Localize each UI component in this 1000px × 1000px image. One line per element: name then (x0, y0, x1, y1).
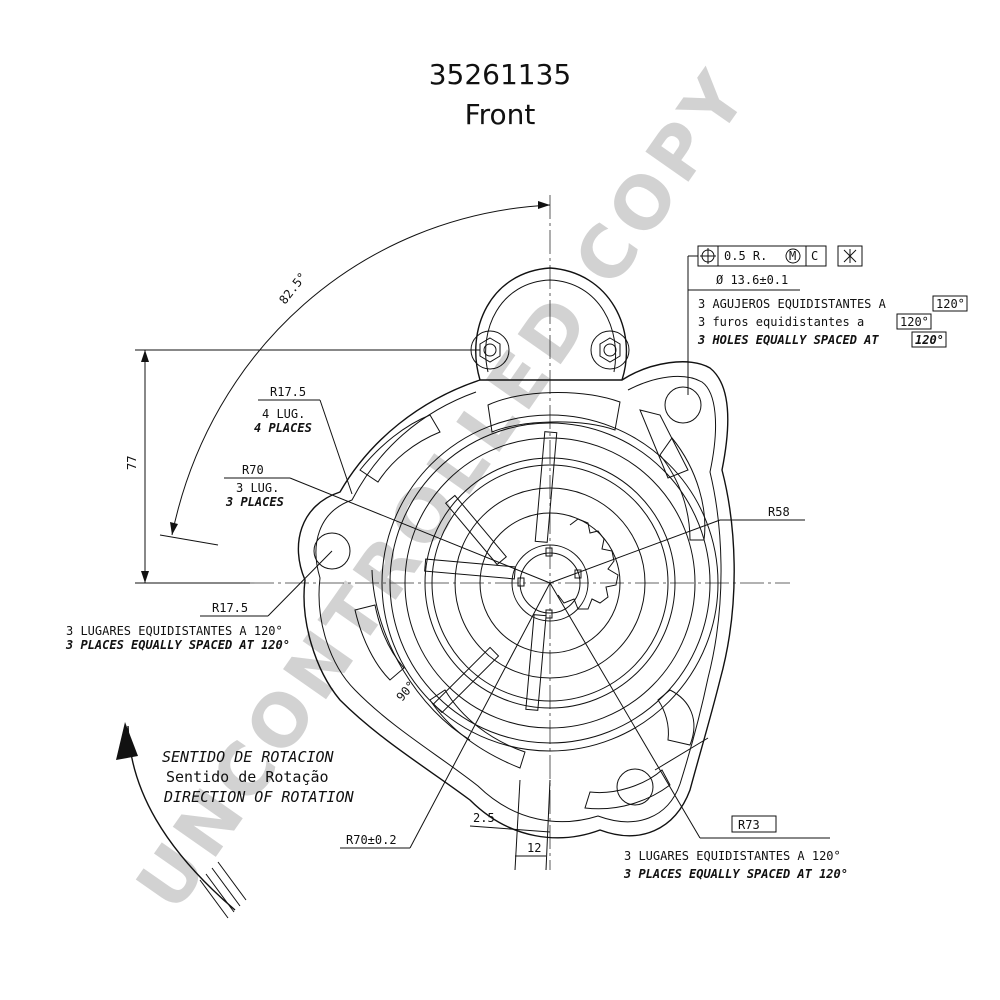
radial-slots (424, 431, 558, 714)
height-77-dimension: 77 (125, 349, 480, 584)
svg-text:2.5: 2.5 (473, 811, 495, 825)
arrow-fletching-icon (199, 861, 247, 919)
svg-text:3 HOLES EQUALLY SPACED AT: 3 HOLES EQUALLY SPACED AT (697, 333, 879, 347)
r58-dimension: R58 (549, 505, 805, 584)
svg-text:0.5 R.: 0.5 R. (724, 249, 767, 263)
asterisk-icon (843, 249, 857, 263)
rotation-arrow-icon (116, 722, 138, 760)
svg-text:12: 12 (527, 841, 541, 855)
svg-text:R58: R58 (768, 505, 790, 519)
view-title: Front (464, 98, 536, 131)
r17-5-left-dimension: R17.5 3 LUGARES EQUIDISTANTES A 120° 3 P… (65, 550, 333, 652)
svg-text:R17.5: R17.5 (212, 601, 248, 615)
gdt-frame: 0.5 R. M C Ø 13.6±0.1 3 AGUJEROS EQUIDIS… (687, 245, 968, 395)
svg-text:R17.5: R17.5 (270, 385, 306, 399)
svg-text:3 furos equidistantes a: 3 furos equidistantes a (698, 315, 864, 329)
svg-text:Sentido de Rotação: Sentido de Rotação (166, 768, 329, 786)
svg-text:SENTIDO DE ROTACION: SENTIDO DE ROTACION (162, 748, 335, 766)
housing-outline (297, 267, 735, 839)
svg-text:120°: 120° (915, 333, 944, 347)
svg-text:R70: R70 (242, 463, 264, 477)
r70-three-places: R70 3 LUG. 3 PLACES (224, 463, 551, 584)
bore-circles (381, 414, 719, 752)
bolt-right (590, 330, 630, 370)
svg-text:DIRECTION OF ROTATION: DIRECTION OF ROTATION (163, 788, 355, 806)
r73-dimension: R73 3 LUGARES EQUIDISTANTES A 120° 3 PLA… (549, 582, 848, 881)
svg-text:R73: R73 (738, 818, 760, 832)
r70-tolerance-dimension: R70±0.2 (340, 582, 551, 849)
svg-text:82.5°: 82.5° (276, 270, 309, 307)
rotation-indicator: SENTIDO DE ROTACION Sentido de Rotação D… (116, 722, 355, 919)
svg-text:3 LUGARES EQUIDISTANTES A 120°: 3 LUGARES EQUIDISTANTES A 120° (624, 849, 841, 863)
svg-text:Ø 13.6±0.1: Ø 13.6±0.1 (716, 273, 788, 287)
pinion-gear (557, 518, 619, 610)
svg-text:120°: 120° (936, 297, 965, 311)
svg-text:3 PLACES EQUALLY SPACED AT 120: 3 PLACES EQUALLY SPACED AT 120° (623, 867, 848, 881)
mounting-holes (313, 386, 702, 806)
svg-text:R70±0.2: R70±0.2 (346, 833, 397, 847)
svg-text:C: C (811, 249, 818, 263)
svg-text:3 PLACES: 3 PLACES (225, 495, 284, 509)
svg-text:3 PLACES EQUALLY SPACED AT 120: 3 PLACES EQUALLY SPACED AT 120° (65, 638, 290, 652)
svg-text:3 AGUJEROS EQUIDISTANTES A: 3 AGUJEROS EQUIDISTANTES A (698, 297, 887, 311)
part-number: 35261135 (428, 58, 572, 91)
svg-text:M: M (789, 249, 796, 263)
svg-text:4 LUG.: 4 LUG. (262, 407, 305, 421)
svg-text:3 LUG.: 3 LUG. (236, 481, 279, 495)
slot-width-dimensions: 2.5 12 (469, 779, 551, 871)
svg-text:120°: 120° (900, 315, 929, 329)
flange-pockets (354, 392, 706, 810)
svg-text:3 LUGARES EQUIDISTANTES A 120°: 3 LUGARES EQUIDISTANTES A 120° (66, 624, 283, 638)
hub-marks (517, 547, 582, 619)
svg-text:4 PLACES: 4 PLACES (254, 421, 312, 435)
r17-5-four-places: R17.5 4 LUG. 4 PLACES (254, 385, 353, 495)
svg-text:77: 77 (125, 456, 139, 470)
mmc-symbol-icon (785, 248, 801, 264)
